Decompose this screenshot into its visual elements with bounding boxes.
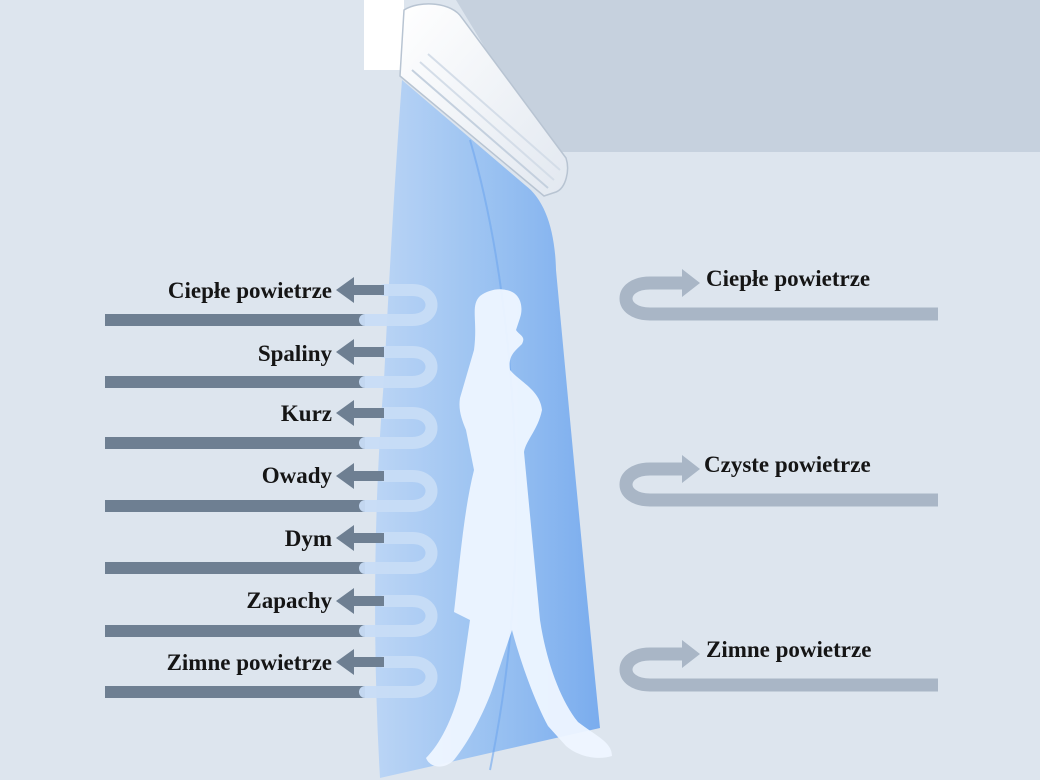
left-label-warm-air: Ciepłe powietrze [167, 278, 332, 303]
left-arrow-head [336, 400, 354, 426]
left-flow-loop [359, 470, 438, 512]
left-arrow-group [105, 277, 438, 698]
left-label-smoke: Dym [284, 526, 332, 551]
right-flow-loop [619, 276, 938, 321]
left-arrow-head [336, 588, 354, 614]
left-arrow-shaft [352, 347, 384, 357]
wall-column [364, 0, 404, 70]
left-flow-bar [105, 376, 365, 388]
left-label-odors: Zapachy [246, 588, 332, 613]
left-arrow-head [336, 339, 354, 365]
ceiling-plane [456, 0, 1040, 152]
left-flow-bar [105, 437, 365, 449]
right-arrow-head [682, 640, 700, 668]
left-flow-loop [359, 407, 438, 449]
left-arrow-shaft [352, 657, 384, 667]
left-arrow-head [336, 463, 354, 489]
left-flow-loop [359, 656, 438, 698]
left-flow-loop [359, 595, 438, 637]
left-flow-bar [105, 625, 365, 637]
left-arrow-shaft [352, 471, 384, 481]
left-flow-bar [105, 314, 365, 326]
left-flow-loop [359, 532, 438, 574]
left-label-cold-air: Zimne powietrze [166, 650, 332, 675]
right-flow-loop [619, 462, 938, 507]
left-flow-bar [105, 686, 365, 698]
left-flow-loop [359, 284, 438, 326]
right-label-warm-air: Ciepłe powietrze [706, 266, 871, 291]
right-arrow-head [682, 269, 700, 297]
left-arrow-shaft [352, 533, 384, 543]
left-arrow-head [336, 649, 354, 675]
right-label-cold-air: Zimne powietrze [706, 637, 872, 662]
left-label-insects: Owady [261, 463, 332, 488]
left-arrow-shaft [352, 285, 384, 295]
left-label-dust: Kurz [280, 401, 332, 426]
left-arrow-shaft [352, 596, 384, 606]
right-arrow-head [682, 455, 700, 483]
left-flow-bar [105, 500, 365, 512]
right-flow-loop [619, 647, 938, 692]
left-arrow-shaft [352, 408, 384, 418]
right-label-clean-air: Czyste powietrze [704, 452, 871, 477]
left-arrow-head [336, 277, 354, 303]
left-flow-bar [105, 562, 365, 574]
left-arrow-head [336, 525, 354, 551]
left-label-exhaust: Spaliny [257, 341, 332, 366]
right-arrow-group [619, 269, 938, 692]
air-curtain-unit-icon [399, 3, 569, 197]
left-flow-loop [359, 346, 438, 388]
woman-silhouette-icon [426, 289, 612, 767]
